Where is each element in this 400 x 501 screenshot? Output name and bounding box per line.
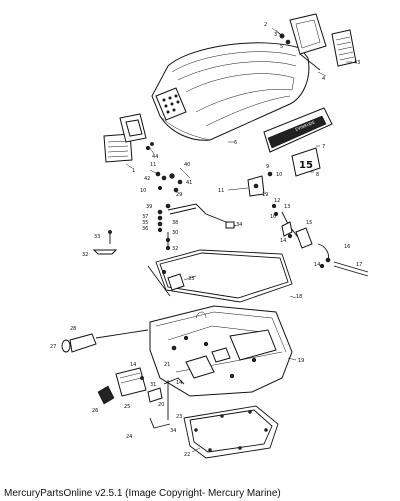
callout-34b: 34 [170,428,176,434]
callout-10c: 10 [270,214,276,220]
engine-cover-lower [149,305,293,397]
hp-decal-text: 15 [299,160,313,171]
callout-35: 35 [142,220,148,226]
callout-12: 12 [274,198,280,204]
callout-14b: 14 [314,262,320,268]
callout-4: 4 [322,76,325,82]
choke-knob [61,329,149,353]
callout-6: 6 [234,140,237,146]
callout-19b: 19 [298,358,304,364]
bottom-left-parts [97,367,185,429]
control-lever-group [271,203,369,277]
callout-25: 25 [124,404,130,410]
callout-17: 17 [356,262,362,268]
callout-40: 40 [184,162,190,168]
callout-19a: 19 [262,192,268,198]
callout-14c: 14 [176,380,182,386]
callout-10a: 10 [140,188,146,194]
callout-39: 39 [146,204,152,210]
callout-15: 15 [306,220,312,226]
engine-cover-top [151,42,310,141]
bracket-assembly-right [227,171,273,197]
callout-30: 30 [172,230,178,236]
callout-5: 5 [280,44,283,50]
callout-36: 36 [142,226,148,232]
callout-numbers: 2 3 4 5 43 6 7 8 1 44 11 40 42 41 10 29 … [50,22,362,458]
callout-2: 2 [264,22,267,28]
callout-1: 1 [132,168,135,174]
callout-23: 23 [176,414,182,420]
callout-43: 43 [354,60,360,66]
callout-34a: 34 [236,222,242,228]
callout-16: 16 [344,244,350,250]
callout-14a: 14 [280,238,286,244]
callout-20: 20 [158,402,164,408]
callout-11a: 11 [150,162,156,168]
callout-28: 28 [70,326,76,332]
cover-plate-small [119,113,154,151]
callout-9: 9 [266,164,269,170]
callout-3: 3 [274,32,277,38]
screws-top [275,29,291,45]
callout-49: 24 [126,434,132,440]
exploded-parts-diagram: EVINRUDE 15 [50,13,369,459]
copyright-footer: MercuryPartsOnline v2.5.1 (Image Copyrig… [4,488,281,499]
warning-decal-top [331,29,357,67]
callout-42: 42 [144,176,150,182]
callout-33b: 33 [188,276,194,282]
hp-decal: 15 [291,147,321,177]
callout-32b: 32 [82,252,88,258]
callout-22: 22 [184,452,190,458]
brand-decal: EVINRUDE [263,107,333,153]
callout-37: 37 [142,214,148,220]
callout-33a: 33 [94,234,100,240]
callout-41: 41 [186,180,192,186]
bushing-small-parts [161,269,197,291]
callout-10b: 10 [276,172,282,178]
callout-14d: 14 [130,362,136,368]
callout-8: 8 [316,172,319,178]
bottom-gasket [183,405,279,459]
callout-31: 31 [150,382,156,388]
cover-seal-upper [147,249,293,303]
callout-11b: 11 [218,188,224,194]
callout-27: 27 [50,344,56,350]
callout-26: 26 [92,408,98,414]
callout-44: 44 [152,154,158,160]
side-decal-left [103,133,133,163]
callout-29: 29 [176,192,182,198]
callout-7: 7 [322,144,325,150]
callout-13: 13 [284,204,290,210]
throttle-linkage [157,203,237,251]
leader-lines [125,27,352,453]
callout-32: 32 [172,246,178,252]
callout-38: 38 [172,220,178,226]
throttle-small-parts [149,167,191,193]
callout-18: 18 [296,294,302,300]
pins-left [92,230,118,255]
latch-plate [289,13,327,71]
callout-21: 21 [164,362,170,368]
